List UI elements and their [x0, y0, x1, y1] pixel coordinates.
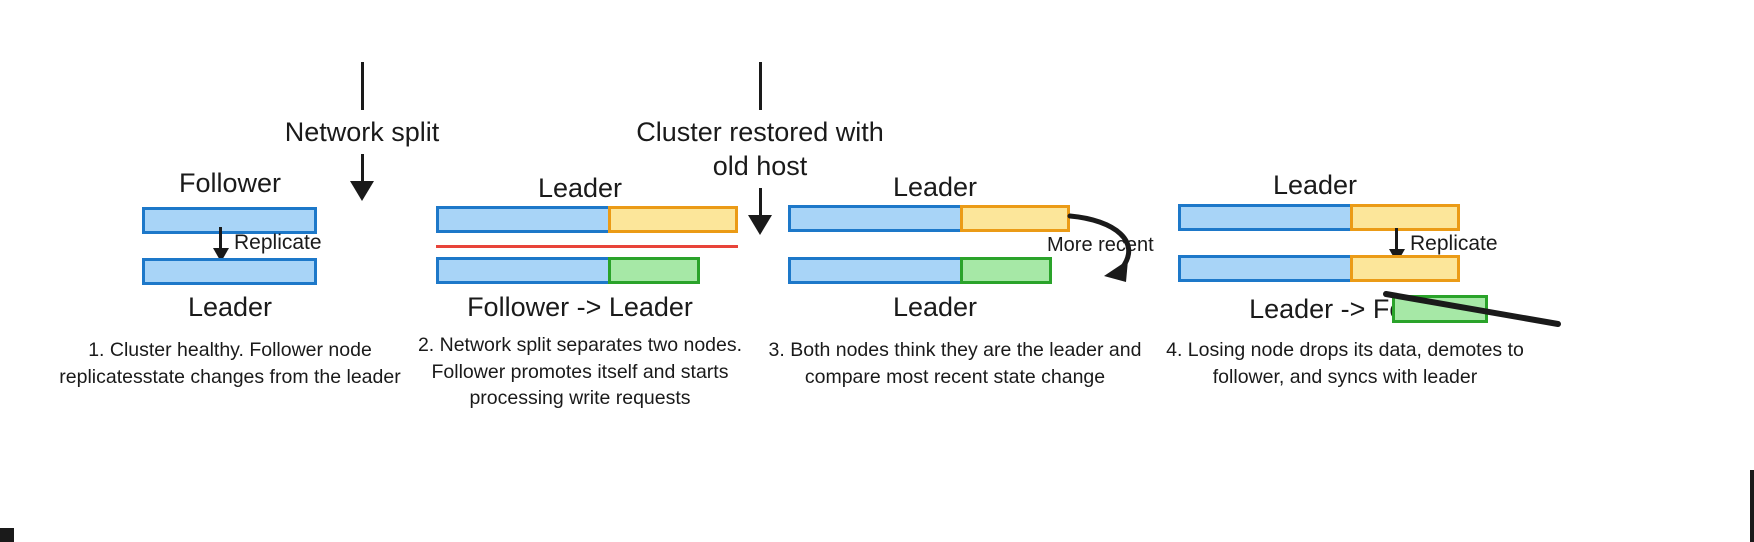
panel-2-bottom-label: Follower -> Leader — [467, 292, 693, 322]
transition-down-arrow-icon — [347, 153, 377, 201]
segment-yellow — [608, 206, 738, 233]
transition-cluster-restored: Cluster restored with old host — [630, 62, 890, 235]
panel-4-top-node — [1178, 204, 1460, 231]
panel-2-bottom-node — [436, 257, 700, 284]
segment-blue — [436, 206, 611, 233]
panel-4-dropped-data-box — [1392, 295, 1488, 323]
panel-4-top-label: Leader — [1272, 170, 1358, 200]
transition-down-arrow-icon — [745, 187, 775, 235]
panel-3-top-node — [788, 205, 1070, 232]
panel-1-bottom-label: Leader — [187, 292, 273, 322]
segment-blue — [142, 207, 317, 234]
panel-3-more-recent-label: More recent — [1047, 234, 1154, 256]
segment-green — [608, 257, 700, 284]
panel-1-replicate-arrow-icon — [212, 227, 229, 262]
panel-network-split: Leader Follower -> Leader 2. Network spl… — [400, 0, 760, 542]
panel-cluster-healthy: Follower Replicate Leader 1. Cluster hea… — [30, 0, 430, 542]
transition-label-cluster-restored: Cluster restored with old host — [636, 117, 884, 181]
panel-both-leaders: Leader More recent Leader 3. Both nodes … — [760, 0, 1154, 542]
panel-1-replicate-label: Replicate — [234, 231, 322, 254]
segment-yellow — [1350, 204, 1460, 231]
panel-1-top-label: Follower — [178, 168, 282, 198]
panel-2-top-label: Leader — [537, 173, 623, 203]
segment-yellow — [960, 205, 1070, 232]
panel-2-caption: 2. Network split separates two nodes. Fo… — [417, 334, 743, 410]
panel-2-network-split-line — [436, 245, 738, 248]
panel-resync: Leader Replicate Leader -> Follower 4. L… — [1150, 0, 1561, 542]
transition-label-network-split: Network split — [284, 117, 440, 147]
segment-blue — [436, 257, 611, 284]
panel-4-bottom-label: Leader -> Follower — [1249, 294, 1475, 324]
panel-1-bottom-node — [142, 258, 317, 285]
transition-network-split: Network split — [232, 62, 492, 201]
segment-blue — [142, 258, 317, 285]
panel-1-top-node — [142, 207, 317, 234]
panel-3-top-label: Leader — [892, 172, 978, 202]
panel-4-caption: 4. Losing node drops its data, demotes t… — [1166, 339, 1524, 388]
panel-4-bottom-node — [1178, 255, 1460, 282]
panel-3-bottom-node — [788, 257, 1052, 284]
panel-3-caption: 3. Both nodes think they are the leader … — [768, 339, 1142, 388]
segment-blue — [788, 257, 963, 284]
segment-blue — [1178, 255, 1353, 282]
segment-green — [960, 257, 1052, 284]
segment-blue — [788, 205, 963, 232]
corner-artifact-left — [0, 528, 14, 542]
panel-2-top-node — [436, 206, 738, 233]
panel-3-bottom-label: Leader — [892, 292, 978, 322]
panel-4-replicate-label: Replicate — [1410, 232, 1498, 255]
panel-1-caption: 1. Cluster healthy. Follower node replic… — [59, 339, 401, 388]
transition-tick — [758, 62, 762, 110]
segment-yellow — [1350, 255, 1460, 282]
corner-artifact-right — [1750, 470, 1754, 542]
segment-blue — [1178, 204, 1353, 231]
transition-tick — [360, 62, 364, 110]
